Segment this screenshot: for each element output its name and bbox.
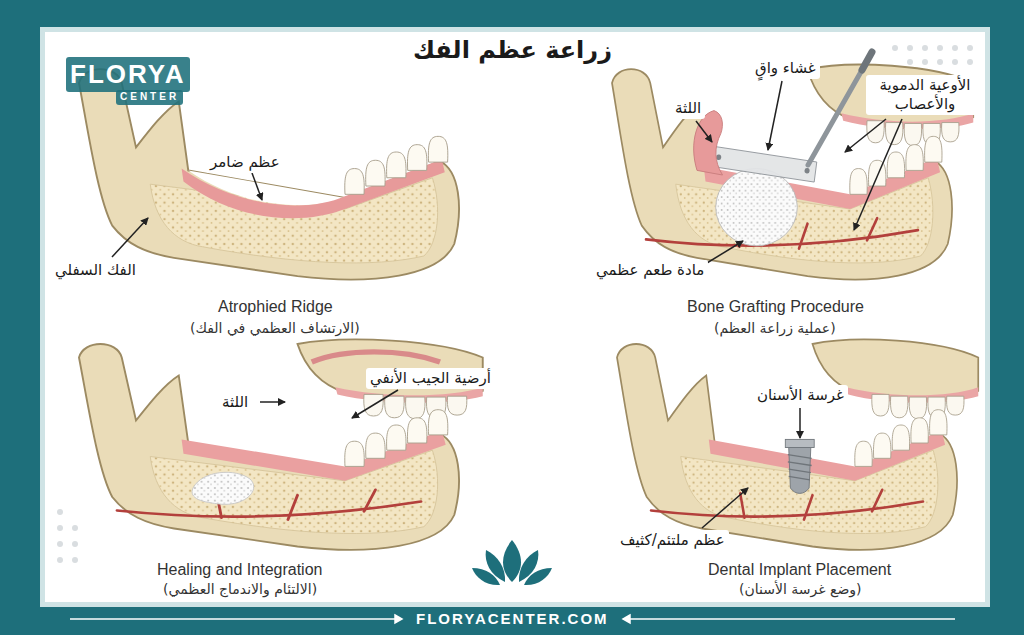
- logo-subword: CENTER: [116, 90, 183, 105]
- panel-caption: Dental Implant Placement: [708, 560, 891, 580]
- part-label: غرسة الأسنان: [753, 385, 848, 406]
- diagram-title: زراعة عظم الفك: [413, 35, 612, 65]
- panel-caption: (عملية زراعة العظم): [714, 320, 836, 338]
- part-label: اللثة: [671, 98, 705, 119]
- part-label: مادة طعم عظمي: [592, 260, 708, 281]
- part-label: غشاء واقٍ: [751, 58, 820, 79]
- part-label: عظم ضامر: [206, 152, 284, 173]
- panel-caption: Bone Grafting Procedure: [687, 297, 864, 317]
- panel-caption: (الالتئام والاندماج العظمي): [163, 581, 317, 599]
- part-label: الأوعية الدموية والأعصاب: [866, 75, 984, 115]
- part-label: أرضية الجيب الأنفي: [366, 368, 495, 389]
- logo-word: FLORYA: [66, 57, 190, 92]
- part-label: اللثة: [218, 392, 252, 413]
- panel-caption: (الارتشاف العظمي في الفك): [190, 320, 360, 338]
- website-url: FLORYACENTER.COM: [416, 610, 609, 629]
- part-label: الفك السفلي: [51, 260, 140, 281]
- panel-caption: Atrophied Ridge: [218, 297, 333, 317]
- panel-caption: (وضع غرسة الأسنان): [739, 581, 862, 599]
- panel-caption: Healing and Integration: [157, 560, 322, 580]
- part-label: عظم ملتئم/كثيف: [616, 530, 729, 551]
